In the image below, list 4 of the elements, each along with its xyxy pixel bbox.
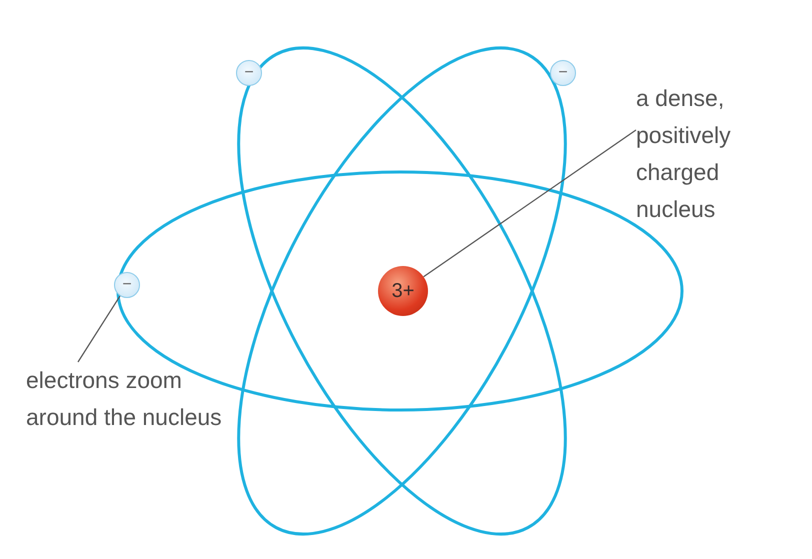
callout-text: a dense, positively charged nucleus bbox=[636, 80, 796, 228]
leader-line bbox=[78, 296, 121, 362]
leader-line bbox=[423, 130, 636, 278]
callout-text: electrons zoom around the nucleus bbox=[26, 362, 226, 436]
